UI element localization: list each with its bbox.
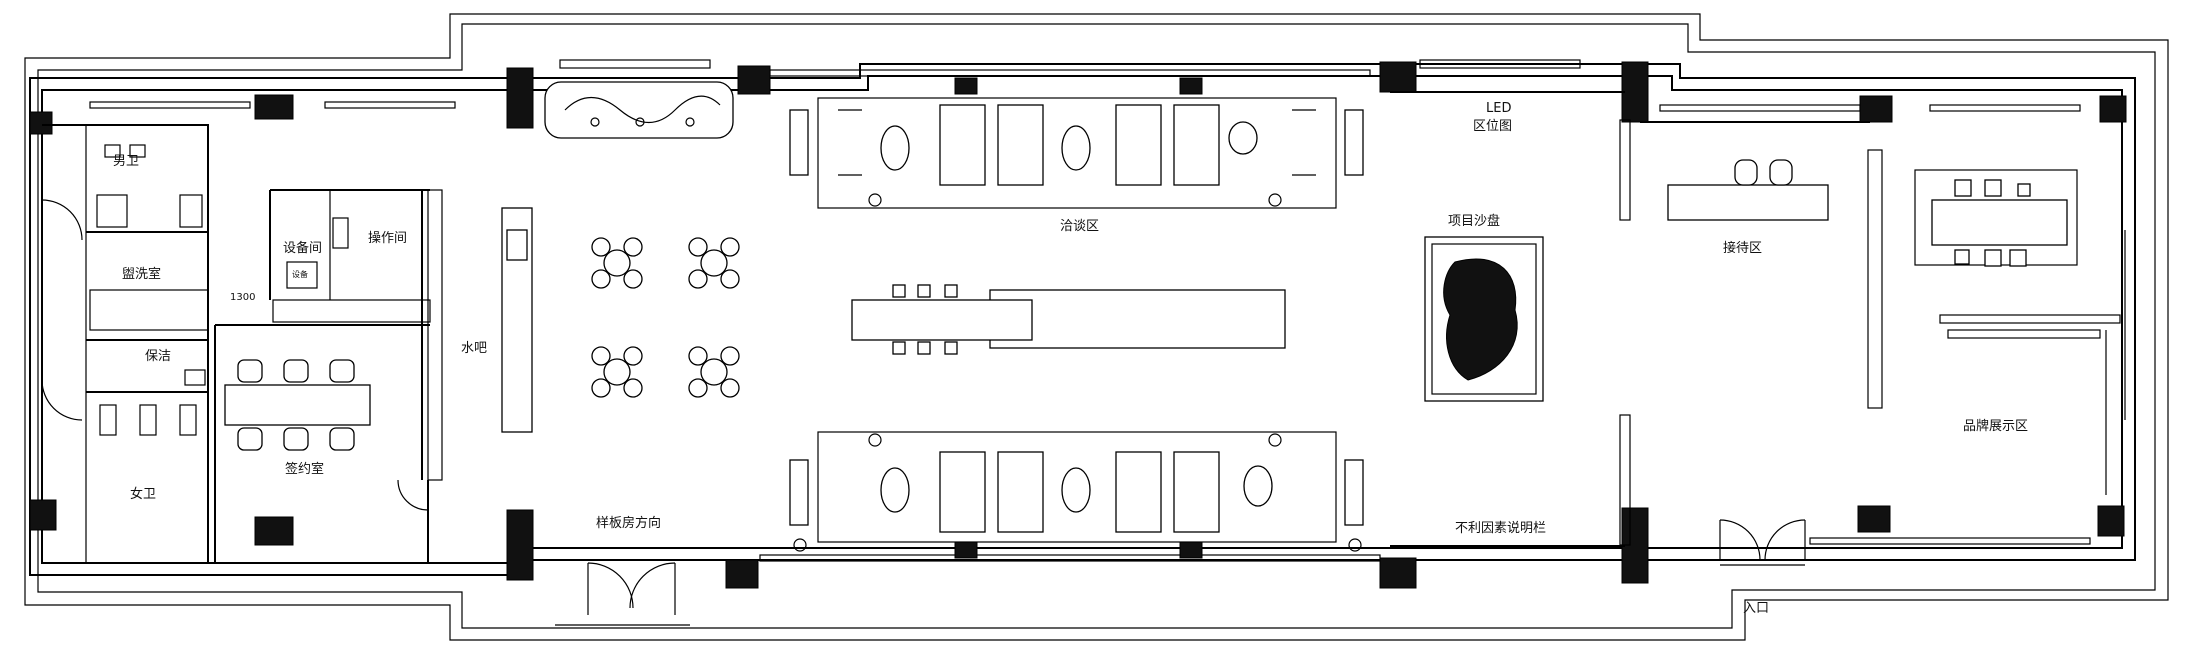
label-location-map: 区位图 — [1473, 119, 1512, 134]
label-operation-room: 操作间 — [368, 230, 407, 246]
reception-desk — [1667, 159, 1829, 221]
water-bar-counter — [501, 207, 533, 433]
label-show-flat-direction: 样板房方向 — [596, 515, 661, 531]
label-brand-display: 品牌展示区 — [1963, 418, 2028, 434]
service-block — [41, 124, 443, 563]
label-laundry-room: 盥洗室 — [122, 266, 161, 282]
cafe-tables — [591, 237, 740, 398]
label-womens-toilet: 女卫 — [130, 486, 156, 502]
label-negotiation-area: 洽谈区 — [1060, 219, 1099, 234]
label-cleaning: 保洁 — [145, 349, 171, 364]
brand-display-table — [1914, 169, 2078, 267]
label-equipment-room: 设备间 — [283, 240, 322, 256]
label-mens-toilet: 男卫 — [113, 154, 139, 169]
site-outline — [24, 13, 2169, 641]
label-water-bar: 水吧 — [461, 341, 487, 356]
room-labels: 男卫 设备间 操作间 盥洗室 1300 保洁 水吧 签约室 女卫 洽谈区 LED… — [113, 101, 2028, 616]
label-dimension-1300: 1300 — [230, 292, 255, 303]
negotiation-area-top — [789, 97, 1364, 209]
label-machine: 设备 — [292, 269, 308, 279]
label-entrance: 入口 — [1743, 601, 1769, 616]
label-signing-room: 签约室 — [285, 461, 324, 477]
central-island — [851, 284, 1286, 355]
label-adverse-factors: 不利因素说明栏 — [1455, 521, 1546, 536]
doors — [555, 519, 1806, 626]
label-sand-table: 项目沙盘 — [1448, 213, 1500, 229]
signing-table — [224, 359, 371, 451]
label-led: LED — [1486, 101, 1511, 116]
label-reception-area: 接待区 — [1723, 240, 1762, 256]
negotiation-area-bottom — [789, 431, 1364, 552]
sand-table-model — [1424, 236, 1544, 402]
partitions — [1390, 91, 2126, 547]
decor-sofa — [544, 81, 734, 139]
